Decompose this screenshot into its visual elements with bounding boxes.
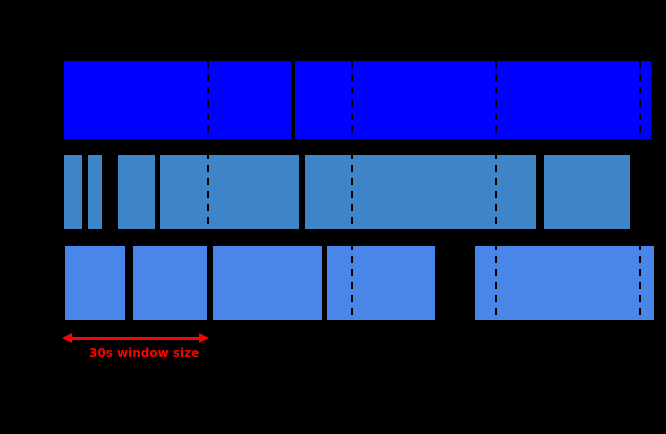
timeline-bar bbox=[305, 155, 536, 229]
window-boundary-line bbox=[639, 61, 641, 320]
timeline-bar bbox=[327, 246, 435, 320]
window-size-arrow bbox=[62, 333, 209, 343]
arrowhead-right-icon bbox=[199, 333, 209, 343]
timeline-bar bbox=[544, 155, 630, 229]
arrowhead-left-icon bbox=[62, 333, 72, 343]
timeline-bar bbox=[118, 155, 155, 229]
timeline-bar bbox=[213, 246, 322, 320]
timeline-bar bbox=[64, 155, 82, 229]
window-boundary-line bbox=[207, 61, 209, 320]
window-boundary-line bbox=[351, 61, 353, 320]
timeline-bar bbox=[88, 155, 102, 229]
timeline-bar bbox=[160, 155, 299, 229]
timeline-row-2 bbox=[0, 155, 666, 229]
timeline-row-1 bbox=[0, 61, 666, 139]
window-size-label: 30s window size bbox=[89, 346, 200, 360]
timeline-bar bbox=[64, 61, 291, 139]
timeline-row-3 bbox=[0, 246, 666, 320]
timeline-bar bbox=[65, 246, 125, 320]
timeline-bar bbox=[475, 246, 654, 320]
timeline-bar bbox=[133, 246, 207, 320]
timeline-bar bbox=[295, 61, 651, 139]
window-boundary-line bbox=[495, 61, 497, 320]
